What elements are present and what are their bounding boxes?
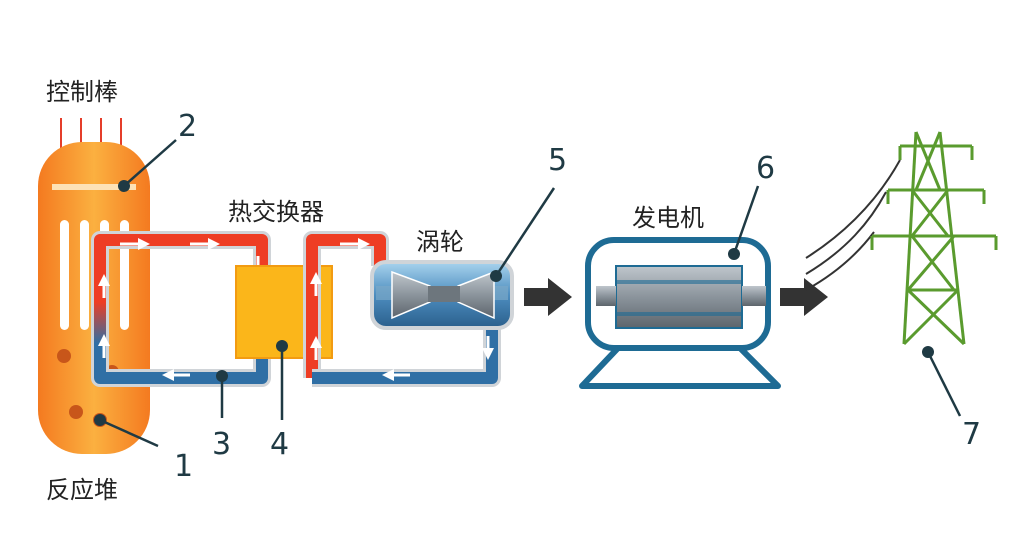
callout-1: 1: [174, 449, 193, 484]
power-pylon: [870, 131, 998, 346]
callout-5: 5: [548, 143, 567, 178]
callout-lines: [99, 139, 962, 448]
arrow-generator-to-grid: [780, 278, 828, 316]
generator: [579, 237, 781, 389]
callout-dots: [94, 180, 934, 426]
transmission-lines: [805, 159, 901, 291]
secondary-loop: [303, 231, 501, 387]
callout-3: 3: [212, 427, 231, 462]
label-heat-exchanger: 热交换器: [228, 198, 324, 226]
arrow-turbine-to-generator: [524, 278, 572, 316]
label-generator: 发电机: [632, 204, 704, 232]
turbine: [370, 260, 514, 330]
label-control-rods: 控制棒: [46, 78, 118, 106]
label-turbine: 涡轮: [416, 228, 464, 256]
callout-2: 2: [178, 109, 197, 144]
label-reactor: 反应堆: [46, 476, 118, 504]
callout-6: 6: [756, 151, 775, 186]
callout-4: 4: [270, 427, 289, 462]
callout-7: 7: [962, 417, 981, 452]
